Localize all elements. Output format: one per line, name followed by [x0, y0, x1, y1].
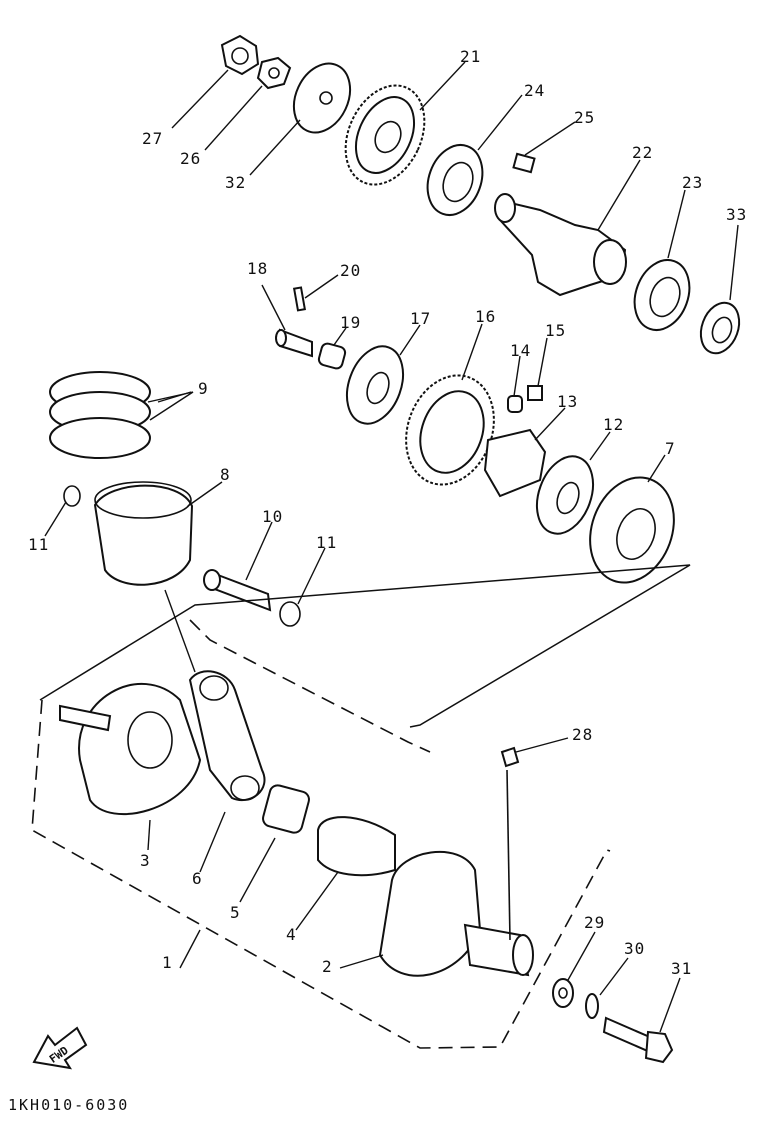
part-number-label: 28 [572, 725, 593, 744]
part-number-label: 10 [262, 507, 283, 526]
part-number-label: 4 [286, 925, 297, 944]
pin-part-20 [292, 286, 307, 312]
damper-part-15 [527, 385, 543, 401]
spring-part-14 [507, 395, 523, 413]
crankshaft-assembly-boundary [31, 564, 691, 1049]
crank-left-part-3 [59, 682, 202, 815]
part-number-label: 33 [726, 205, 747, 224]
washer-part-29 [552, 978, 574, 1008]
plate-part-17 [345, 345, 405, 425]
gear-part-21 [344, 84, 426, 186]
part-number-label: 29 [584, 913, 605, 932]
part-number-label: 2 [322, 957, 333, 976]
buffer-part-13 [483, 428, 547, 498]
connecting-rod-part-6 [188, 670, 266, 801]
bearing-part-33 [699, 301, 741, 355]
balancer-shaft-part-22 [494, 193, 627, 297]
part-number-label: 17 [410, 309, 431, 328]
part-number-label: 15 [545, 321, 566, 340]
part-number-label: 31 [671, 959, 692, 978]
part-number-label: 19 [340, 313, 361, 332]
part-number-label: 11 [28, 535, 49, 554]
part-number-label: 26 [180, 149, 201, 168]
piston-ring-set-part-9 [49, 371, 151, 459]
part-number-label: 1 [162, 953, 173, 972]
bearing-part-23 [633, 259, 691, 331]
part-number-label: 7 [665, 439, 676, 458]
part-number-label: 16 [475, 307, 496, 326]
part-number-label: 22 [632, 143, 653, 162]
gear-part-16 [405, 374, 495, 486]
drawing-code: 1KH010-6030 [8, 1096, 129, 1114]
part-number-label: 25 [574, 108, 595, 127]
part-number-label: 18 [247, 259, 268, 278]
lock-washer-part-30 [585, 993, 599, 1019]
piston-part-8 [93, 481, 194, 586]
spring-part-19 [317, 342, 347, 370]
plate-part-32 [292, 62, 352, 134]
part-number-label: 13 [557, 392, 578, 411]
part-number-label: 9 [198, 379, 209, 398]
part-number-label: 8 [220, 465, 231, 484]
leader-lines [44, 61, 739, 1033]
circlip-part-11 [63, 485, 81, 507]
part-number-label: 24 [524, 81, 545, 100]
part-number-label: 12 [603, 415, 624, 434]
part-number-label: 20 [340, 261, 361, 280]
bearing-part-24 [426, 144, 484, 216]
part-number-label: 32 [225, 173, 246, 192]
needle-bearing-part-5 [262, 784, 310, 834]
part-number-labels: 1 2 3 4 5 6 7 8 9 10 11 11 12 13 14 15 1… [28, 47, 747, 978]
key-part-25 [512, 152, 536, 174]
pin-part-18 [275, 328, 313, 358]
part-number-label: 23 [682, 173, 703, 192]
part-number-label: 3 [140, 851, 151, 870]
circlip-part-11-b [279, 601, 301, 627]
crank-pin-part-4 [317, 816, 396, 877]
woodruff-key-part-28 [500, 746, 520, 941]
part-number-label: 11 [316, 533, 337, 552]
part-number-label: 6 [192, 869, 203, 888]
part-number-label: 5 [230, 903, 241, 922]
nut-part-27 [220, 34, 260, 76]
part-number-label: 30 [624, 939, 645, 958]
part-number-label: 21 [460, 47, 481, 66]
plate-part-12 [535, 455, 595, 535]
crank-right-part-2 [378, 850, 534, 977]
bolt-part-31 [602, 1016, 674, 1064]
part-number-label: 14 [510, 341, 531, 360]
lock-washer-part-26 [256, 56, 292, 90]
part-number-label: 27 [142, 129, 163, 148]
forward-direction-arrow-icon: FWD [32, 1026, 88, 1070]
